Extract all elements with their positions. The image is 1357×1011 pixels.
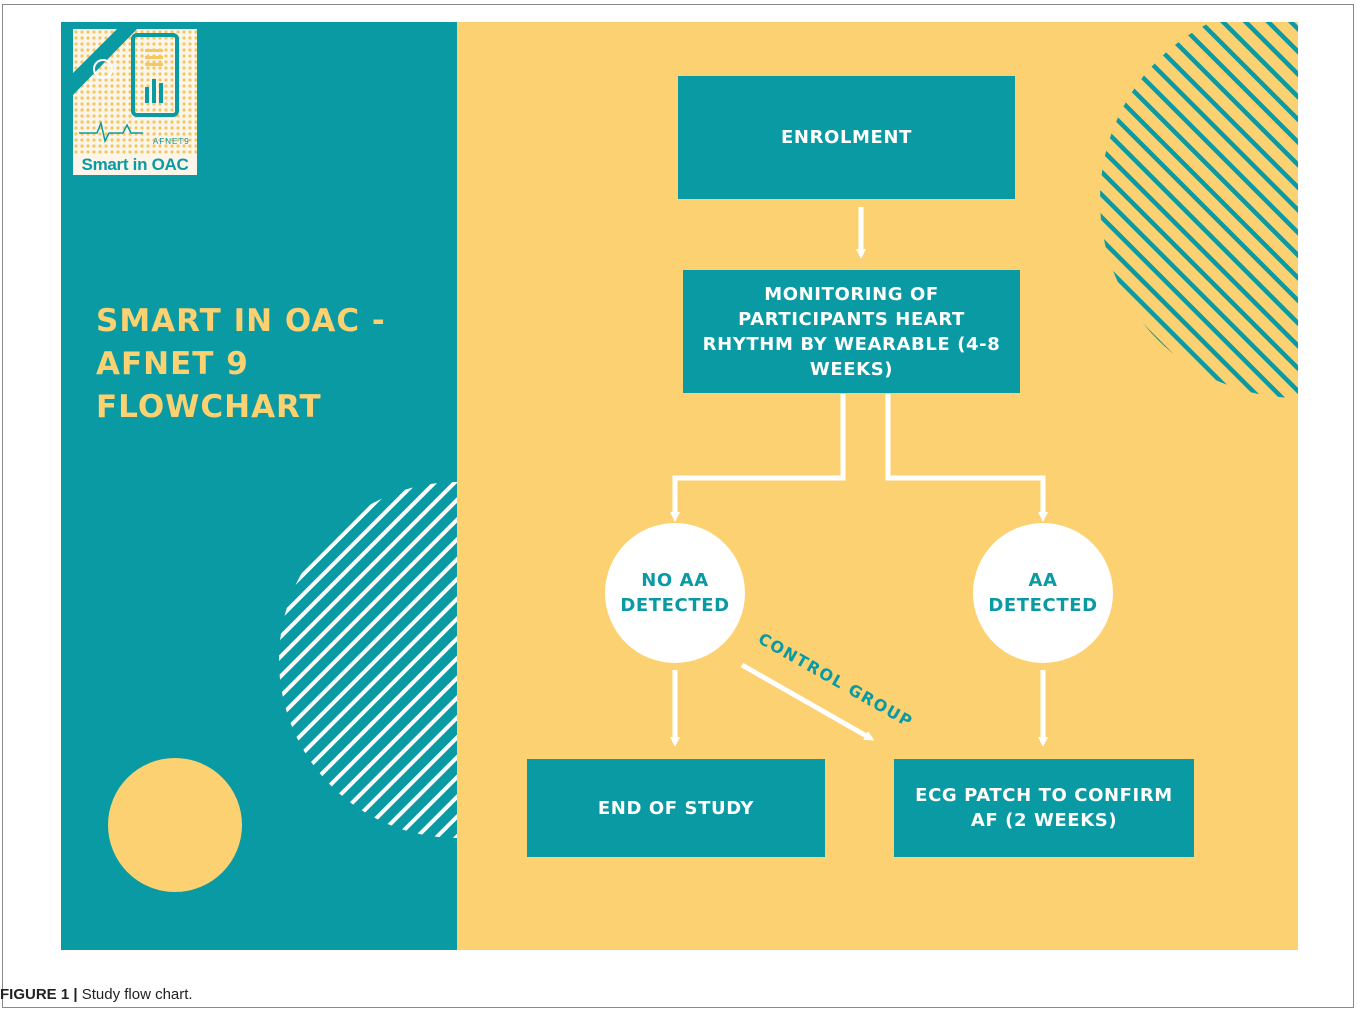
caption-label: FIGURE 1 |	[0, 986, 78, 1003]
figure-caption: FIGURE 1 | Study flow chart.	[0, 986, 193, 1003]
node-ecg-patch: ECG PATCH TO CONFIRM AF (2 WEEKS)	[894, 759, 1194, 857]
ecg-line-icon	[79, 120, 143, 144]
logo-brand-text: Smart in OAC	[81, 155, 189, 174]
striped-circle-top-right	[1100, 22, 1298, 398]
logo-afnet-text: AFNET9	[153, 137, 190, 146]
left-panel	[61, 22, 457, 950]
node-no-aa-detected: NO AA DETECTED	[605, 523, 745, 663]
smartphone-icon	[131, 33, 179, 117]
node-aa-detected: AA DETECTED	[973, 523, 1113, 663]
smart-in-oac-logo: AFNET9 Smart in OAC	[73, 29, 197, 175]
striped-half-circle	[279, 482, 457, 838]
node-monitoring: MONITORING OF PARTICIPANTS HEART RHYTHM …	[683, 270, 1020, 393]
band-icon	[73, 29, 137, 95]
left-panel-decoration	[108, 482, 457, 892]
page-title: SMART IN OAC - AFNET 9 FLOWCHART	[96, 303, 386, 425]
yellow-dot	[108, 758, 242, 892]
right-panel-decoration	[1100, 22, 1298, 398]
caption-text: Study flow chart.	[77, 986, 193, 1003]
logo-graphic	[73, 29, 197, 155]
node-end-of-study: END OF STUDY	[527, 759, 825, 857]
node-enrolment: ENROLMENT	[678, 76, 1015, 199]
